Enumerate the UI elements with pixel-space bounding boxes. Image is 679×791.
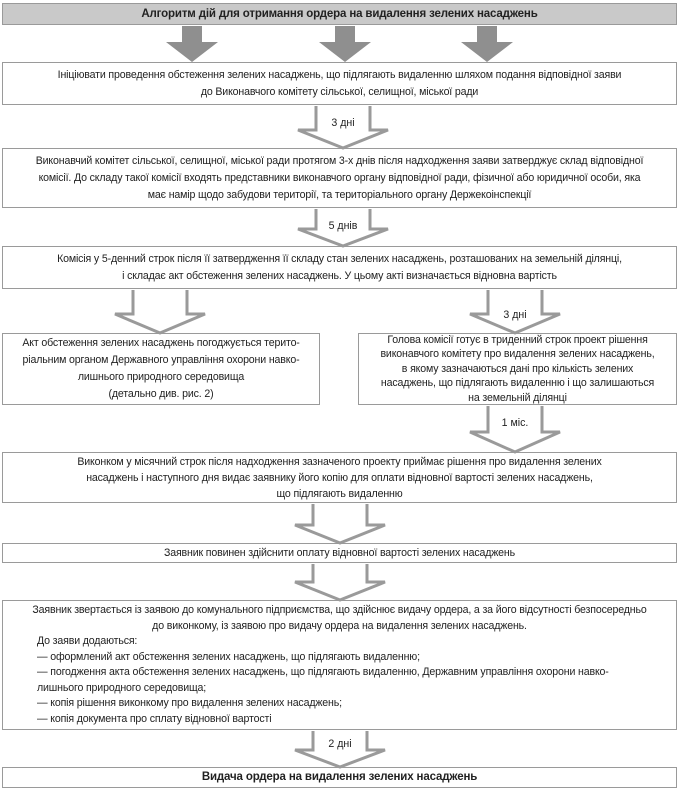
text-line: комісії. До складу такої комісії входять… [38, 171, 641, 184]
text-line: Виконавчий комітет сільської, селищної, … [35, 154, 644, 167]
attachment-item: — копія документа про сплату відновної в… [37, 712, 272, 725]
step-committee: Виконавчий комітет сільської, селищної, … [2, 148, 677, 208]
text-line: насаджень, що підлягають видаленню і що … [380, 377, 655, 390]
attachment-item: — оформлений акт обстеження зелених наса… [37, 650, 420, 663]
outline-arrow-down-icon [469, 290, 561, 335]
text-line: що підлягають видаленню [276, 487, 403, 500]
text-line: Голова комісії готує в триденний строк п… [387, 333, 648, 346]
arrow-label: 3 дні [331, 117, 355, 129]
text-line: (детально див. рис. 2) [108, 388, 214, 400]
attachments-heading: До заяви додаються: [37, 635, 138, 647]
step-draft-decision: Голова комісії готує в триденний строк п… [358, 333, 677, 405]
text-line: лишнього природного середовища [77, 371, 245, 383]
text-line: до Виконавчого комітету сільської, селищ… [200, 85, 479, 98]
arrow-label: 1 міс. [501, 417, 529, 429]
outline-arrow-down-icon [294, 731, 386, 769]
outline-arrow-down-icon [114, 290, 206, 335]
attachment-item: — погодження акта обстеження зелених нас… [37, 666, 609, 678]
text-line: Видача ордера на видалення зелених насад… [201, 771, 478, 783]
text-line: до виконкому, із заявою про видачу ордер… [152, 619, 527, 632]
outline-arrow-down-icon [469, 406, 561, 454]
text-line: Заявник звертається із заявою до комунал… [32, 604, 647, 616]
text-line: Акт обстеження зелених насаджень погоджу… [22, 337, 300, 349]
text-line: насаджень і наступного дня видає заявник… [86, 471, 593, 484]
solid-arrow-down-icon [461, 26, 513, 62]
solid-arrows [166, 26, 513, 62]
outline-arrow-down-icon [297, 209, 389, 248]
text-line: і складає акт обстеження зелених насадже… [122, 269, 557, 282]
text-line: має намір щодо забудови території, та те… [147, 188, 532, 201]
text-line: в якому зазначаються дані про кількість … [401, 362, 634, 375]
arrow-label: 5 днів [328, 220, 358, 232]
solid-arrow-down-icon [319, 26, 371, 62]
step-approval: Акт обстеження зелених насаджень погоджу… [2, 333, 320, 405]
text-line: Ініціювати проведення обстеження зелених… [57, 68, 622, 81]
step-decision: Виконком у місячний строк після надходже… [2, 452, 677, 503]
attachment-item: — копія рішення виконкому про видалення … [37, 697, 342, 709]
text-line: Комісія у 5-денний строк після її затвер… [57, 252, 622, 265]
title-text: Алгоритм дій для отримання ордера на вид… [141, 7, 538, 20]
text-line: ріальним органом Державного управління о… [22, 354, 300, 366]
text-line: Заявник повинен здійснити оплату відновн… [163, 546, 515, 559]
arrow-label: 3 дні [503, 309, 527, 321]
text-line: виконавчого комітету про видалення зелен… [380, 348, 655, 361]
solid-arrow-down-icon [166, 26, 218, 62]
step-initiate: Ініціювати проведення обстеження зелених… [2, 62, 677, 105]
outline-arrow-down-icon [294, 504, 386, 545]
step-commission: Комісія у 5-денний строк після її затвер… [2, 246, 677, 289]
step-application: Заявник звертається із заявою до комунал… [2, 600, 677, 730]
attachment-item: лишнього природного середовища; [37, 681, 207, 694]
text-line: Виконком у місячний строк після надходже… [77, 455, 602, 468]
text-line: на земельній ділянці [468, 391, 567, 404]
diagram-title: Алгоритм дій для отримання ордера на вид… [2, 3, 677, 25]
outline-arrow-down-icon [294, 564, 386, 602]
outline-arrow-down-icon [297, 106, 389, 150]
arrow-label: 2 дні [328, 738, 352, 750]
